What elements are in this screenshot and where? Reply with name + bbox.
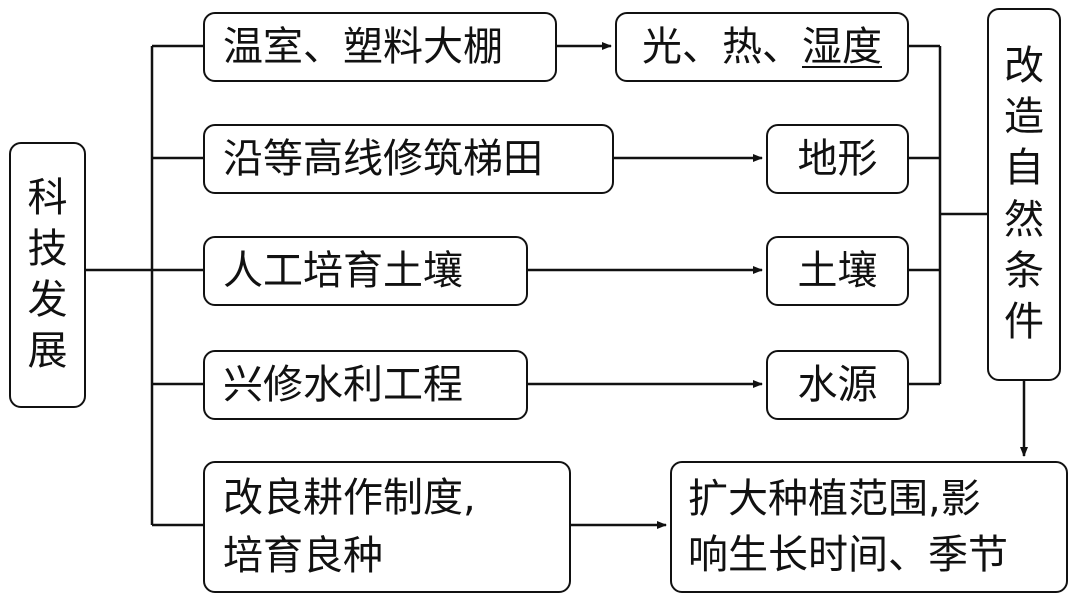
factor-label: 水源 [797,362,878,408]
outcome-line2: 响生长时间、季节 [688,532,1008,578]
factor-box-terrain: 地形 [766,124,909,194]
method-label-line1: 改良耕作制度, [223,475,476,521]
result-char: 然 [1004,196,1044,243]
method-label: 沿等高线修筑梯田 [223,136,543,182]
result-char: 条 [1004,247,1044,294]
method-box-farming: 改良耕作制度, 培育良种 [203,461,571,593]
factor-light-heat: 光、热、 [642,24,802,70]
method-label-line2: 培育良种 [223,533,383,579]
method-label: 兴修水利工程 [223,362,463,408]
method-box-soil: 人工培育土壤 [203,236,528,306]
result-box-transform-nature: 改 造 自 然 条 件 [987,8,1061,381]
result-char: 件 [1004,298,1044,345]
result-label: 改 造 自 然 条 件 [1004,41,1044,348]
source-box-tech-development: 科 技 发 展 [9,142,86,408]
outcome-line1: 扩大种植范围,影 [688,476,981,522]
result-char: 造 [1004,94,1044,141]
source-char: 展 [27,328,68,375]
method-box-greenhouse: 温室、塑料大棚 [203,12,557,82]
method-label: 人工培育土壤 [223,248,463,294]
factor-box-soil: 土壤 [766,236,909,306]
outcome-box: 扩大种植范围,影 响生长时间、季节 [670,461,1068,593]
factor-box-water: 水源 [766,350,909,420]
factor-label: 土壤 [797,248,878,294]
factor-box-light-heat-humidity: 光、热、湿度 [615,12,909,82]
source-label: 科 技 发 展 [28,173,68,378]
result-char: 改 [1004,42,1044,89]
factor-humidity: 湿度 [802,24,882,70]
method-label: 温室、塑料大棚 [223,24,503,70]
method-box-terraces: 沿等高线修筑梯田 [203,124,614,194]
result-char: 自 [1004,145,1044,192]
factor-label: 光、热、湿度 [642,23,882,71]
source-char: 科 [27,174,68,221]
source-char: 发 [27,277,68,323]
source-char: 技 [27,225,68,272]
factor-label: 地形 [797,136,878,182]
method-box-water: 兴修水利工程 [203,350,528,420]
